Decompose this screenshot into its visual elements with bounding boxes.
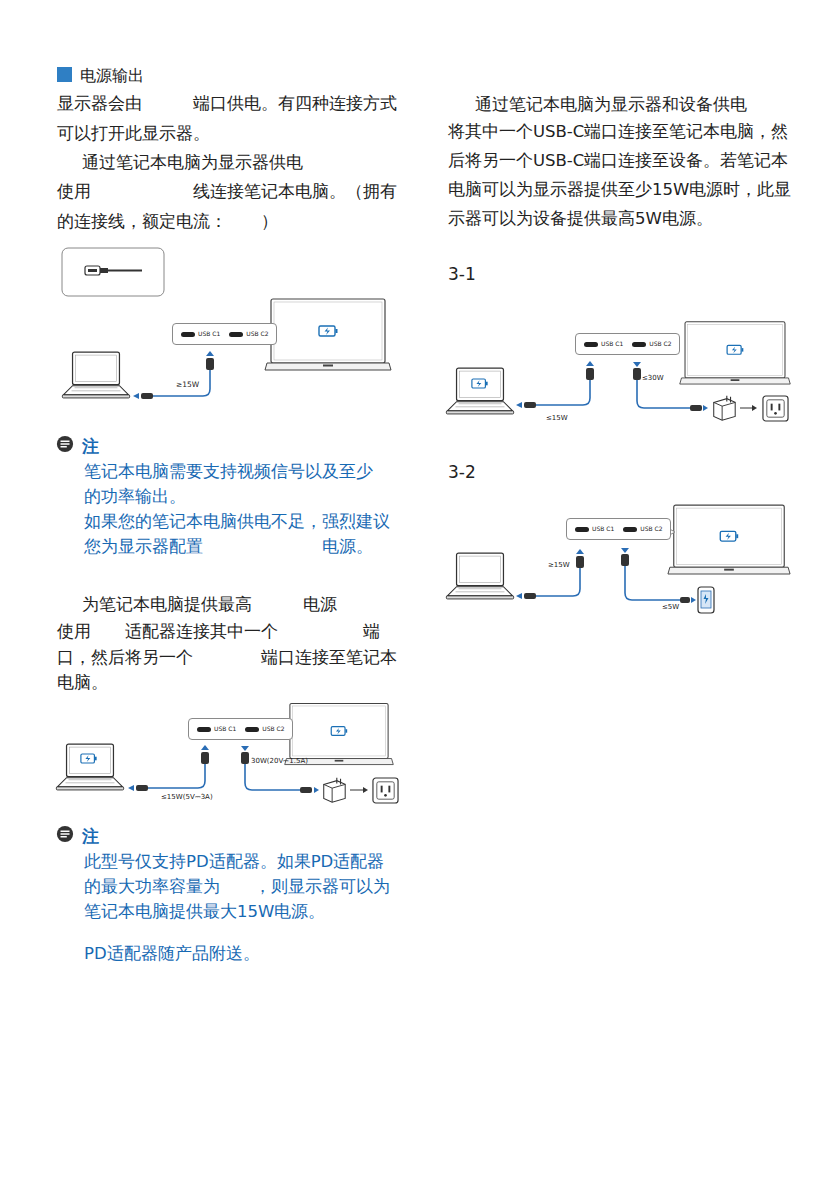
port-socket [575, 527, 589, 532]
port-label: USB C2 [640, 526, 662, 532]
port-label: USB C2 [262, 726, 284, 732]
note-text: 笔记本电脑需要支持视频信号以及至少 的功率输出。 [84, 460, 396, 510]
port-socket [632, 342, 646, 347]
port-callout: USB C1 USB C2 [566, 518, 671, 540]
usb-port: USB C1 [197, 726, 236, 732]
power-label: ≤30W [642, 374, 664, 382]
port-socket [197, 727, 211, 732]
body-text: 使用 适配器连接其中一个 端口，然后将另一个 端口连接至笔记本电脑。 [57, 619, 402, 696]
note-text: 此型号仅支持PD适配器。如果PD适配器的最大功率容量为 ，则显示器可以为笔记本电… [84, 850, 396, 924]
usb-port: USB C2 [632, 341, 671, 347]
body-text: 将其中一个USB-C端口连接至笔记本电脑，然后将另一个USB-C端口连接至设备。… [448, 118, 793, 234]
body-text: 显示器会由 端口供电。有四种连接方式可以打开此显示器。 [57, 89, 402, 148]
power-label: ≥15W [176, 380, 199, 389]
power-label: ≤5W [662, 603, 679, 611]
subheading: 为笔记本电脑提供最高 电源 [82, 591, 337, 620]
port-callout: USB C1 USB C2 [172, 323, 277, 345]
port-socket [623, 527, 637, 532]
port-callout: USB C1 USB C2 [188, 718, 293, 740]
port-label: USB C2 [246, 331, 268, 337]
port-socket [229, 332, 243, 337]
port-socket [584, 342, 598, 347]
subheading: 通过笔记本电脑为显示器和设备供电 [475, 91, 747, 120]
port-label: USB C1 [601, 341, 623, 347]
note-text: 如果您的笔记本电脑供电不足，强烈建议您为显示器配置 电源。 [84, 510, 396, 560]
port-label: USB C1 [592, 526, 614, 532]
port-socket [181, 332, 195, 337]
usb-port: USB C2 [229, 331, 268, 337]
port-callout: USB C1 USB C2 [575, 333, 680, 355]
usb-port: USB C2 [623, 526, 662, 532]
note-heading: 注 [82, 432, 99, 462]
note-text: PD适配器随产品附送。 [84, 942, 396, 967]
note-heading: 注 [82, 822, 99, 852]
port-label: USB C2 [649, 341, 671, 347]
subheading: 通过笔记本电脑为显示器供电 [82, 149, 303, 178]
figure-number: 3-2 [448, 458, 476, 488]
port-label: USB C1 [198, 331, 220, 337]
power-label: ≥15W [548, 561, 570, 569]
usb-port: USB C1 [584, 341, 623, 347]
port-label: USB C1 [214, 726, 236, 732]
section-heading: 电源输出 [80, 62, 144, 90]
figure-number: 3-1 [448, 260, 476, 290]
usb-port: USB C1 [181, 331, 220, 337]
usb-port: USB C1 [575, 526, 614, 532]
usb-port: USB C2 [245, 726, 284, 732]
power-label: 30W(20V⎓1.5A) [251, 757, 308, 765]
power-label: ≤15W(5V⎓3A) [161, 793, 213, 801]
power-label: ≤15W [546, 414, 568, 422]
port-socket [245, 727, 259, 732]
body-text: 使用 线连接笔记本电脑。（拥有 的连接线，额定电流： ） [57, 177, 402, 236]
